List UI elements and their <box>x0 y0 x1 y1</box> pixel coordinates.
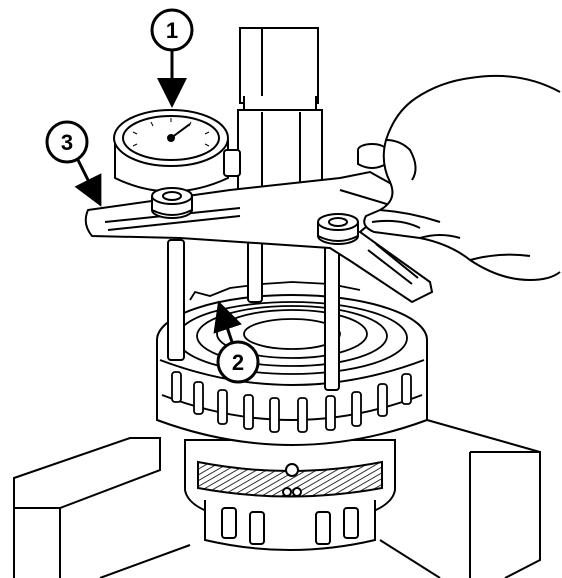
callout-2-label: 2 <box>232 350 244 375</box>
press-ram <box>237 27 323 207</box>
callout-2: 2 <box>213 300 260 384</box>
bench-block <box>13 417 541 578</box>
callout-3: 3 <box>45 120 102 207</box>
lower-gear-hub <box>184 439 396 551</box>
callout-3-label: 3 <box>61 130 73 155</box>
hand <box>363 74 561 282</box>
fixture-bolts <box>151 143 387 245</box>
callout-1-label: 1 <box>166 18 178 43</box>
dial-indicator <box>113 109 241 193</box>
drum-splines <box>171 371 412 433</box>
callout-1: 1 <box>150 8 194 108</box>
clutch-pack-rings <box>176 281 408 375</box>
